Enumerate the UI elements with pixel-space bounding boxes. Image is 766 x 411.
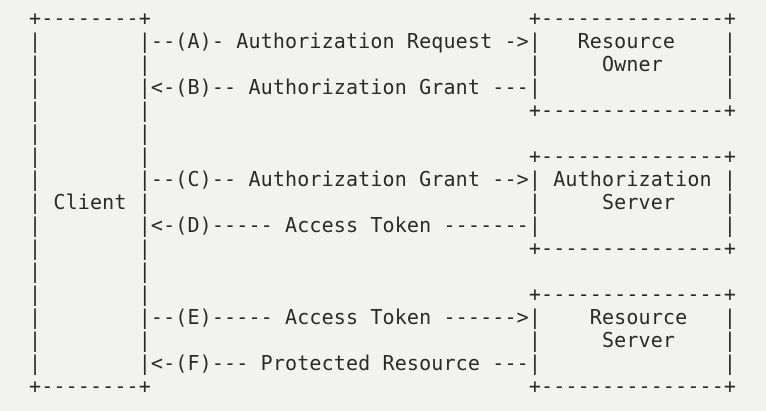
diagram-line: | | +---------------+ <box>29 144 737 168</box>
diagram-line: | | | Owner | <box>29 52 737 76</box>
diagram-line: | | | Server | <box>29 328 737 352</box>
diagram-line: | | <box>29 259 151 283</box>
diagram-line: | | +---------------+ <box>29 98 737 122</box>
diagram-line: | | +---------------+ <box>29 282 737 306</box>
diagram-line: | |--(C)-- Authorization Grant -->| Auth… <box>29 167 737 191</box>
diagram-line: | | +---------------+ <box>29 236 737 260</box>
diagram-line: | |<-(D)----- Access Token -------| | <box>29 213 737 237</box>
diagram-line: | |<-(F)--- Protected Resource ---| | <box>29 351 737 375</box>
diagram-line: +--------+ +---------------+ <box>29 6 737 30</box>
diagram-line: | | <box>29 121 151 145</box>
diagram-line: | |--(E)----- Access Token ------>| Reso… <box>29 305 737 329</box>
diagram-line: +--------+ +---------------+ <box>29 374 737 398</box>
diagram-line: | Client | | Server | <box>29 190 737 214</box>
diagram-line: | |--(A)- Authorization Request ->| Reso… <box>29 29 737 53</box>
diagram-line: | |<-(B)-- Authorization Grant ---| | <box>29 75 737 99</box>
oauth-flow-diagram: +--------+ +---------------+| |--(A)- Au… <box>29 7 736 398</box>
